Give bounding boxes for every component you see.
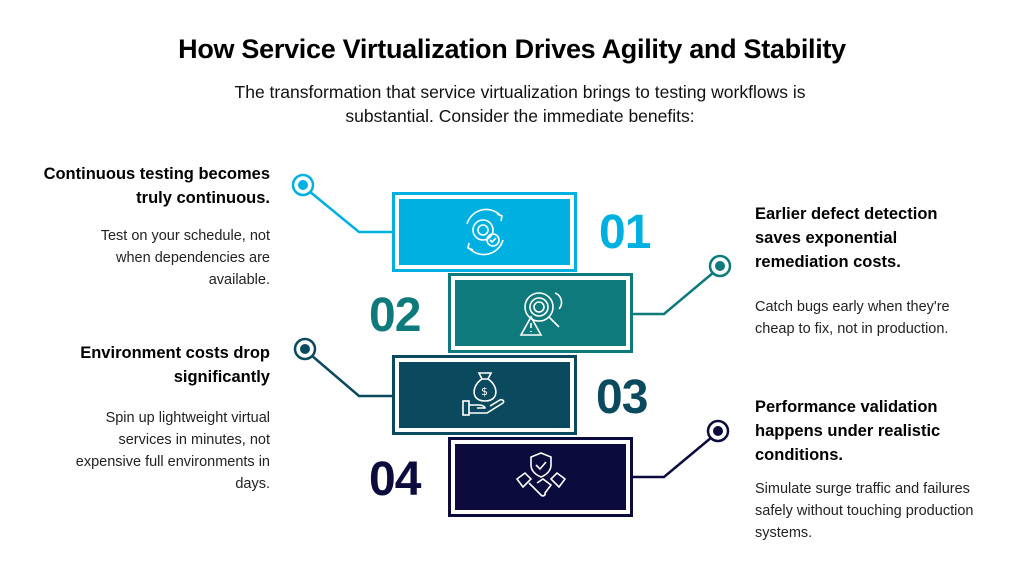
- connector-1: [291, 173, 392, 234]
- svg-text:$: $: [481, 385, 488, 398]
- money-bag-hand-icon: $: [461, 372, 504, 416]
- step-1-box: [392, 192, 577, 272]
- connector-2: [632, 254, 732, 316]
- step-4-text: Simulate surge traffic and failures safe…: [755, 481, 974, 541]
- gear-code-cycle-icon: [465, 208, 504, 256]
- handshake-shield-icon: [515, 452, 566, 497]
- connector-3: [293, 337, 392, 398]
- step-3-heading: Environment costs drop significantly: [80, 344, 270, 386]
- step-3-text: Spin up lightweight virtual services in …: [75, 410, 270, 492]
- step-4-box: [448, 437, 633, 517]
- page-title: How Service Virtualization Drives Agilit…: [178, 34, 846, 64]
- connector-4: [632, 419, 730, 479]
- step-2-heading: Earlier defect detection saves exponenti…: [755, 205, 938, 271]
- gear-warning-magnifier-icon: [519, 292, 562, 336]
- step-3-box: $: [392, 355, 577, 435]
- step-3-number: 03: [596, 371, 648, 424]
- step-2-box: [448, 273, 633, 353]
- step-1-text: Test on your schedule, not when dependen…: [100, 228, 270, 288]
- step-2-text: Catch bugs early when they're cheap to f…: [755, 299, 950, 337]
- step-1-heading: Continuous testing becomes truly continu…: [43, 165, 270, 207]
- step-1-number: 01: [599, 206, 651, 259]
- step-4-number: 04: [369, 453, 421, 506]
- step-4-heading: Performance validation happens under rea…: [755, 398, 941, 464]
- page-subtitle: The transformation that service virtuali…: [234, 82, 806, 126]
- step-2-number: 02: [369, 289, 421, 342]
